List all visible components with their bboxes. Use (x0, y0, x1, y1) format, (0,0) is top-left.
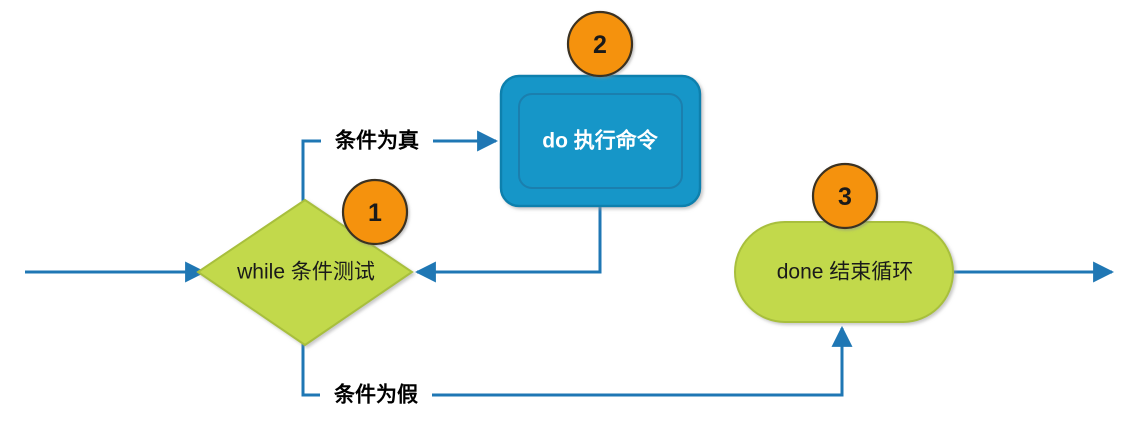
badge-step-2-circle (566, 10, 634, 78)
edge-condition-true: 条件为真 (301, 126, 499, 203)
badge-step-2[interactable]: 2 (566, 10, 634, 78)
done-end-loop-label: done 结束循环 (777, 261, 914, 284)
badge-step-3-circle (811, 162, 879, 230)
node-done-end-loop[interactable]: done 结束循环 (734, 221, 954, 323)
do-command-inner-outline (518, 93, 683, 189)
badge-step-3-number: 3 (838, 183, 852, 211)
badge-step-2-number: 2 (593, 31, 607, 59)
badge-step-3[interactable]: 3 (811, 162, 879, 230)
badge-step-1[interactable]: 1 (341, 178, 409, 246)
edge-false-label: 条件为假 (334, 383, 418, 407)
badge-step-1-number: 1 (368, 199, 382, 227)
node-do-command[interactable]: do 执行命令 (499, 74, 702, 208)
badge-step-1-circle (341, 178, 409, 246)
edge-condition-false: 条件为假 (301, 325, 853, 410)
edge-true-label: 条件为真 (335, 129, 419, 153)
edge-false-label-bg (320, 380, 432, 410)
do-command-label: do 执行命令 (542, 129, 658, 153)
edge-true-label-bg (321, 126, 433, 156)
while-condition-label: while 条件测试 (236, 261, 375, 284)
edge-loop-back (414, 205, 602, 283)
